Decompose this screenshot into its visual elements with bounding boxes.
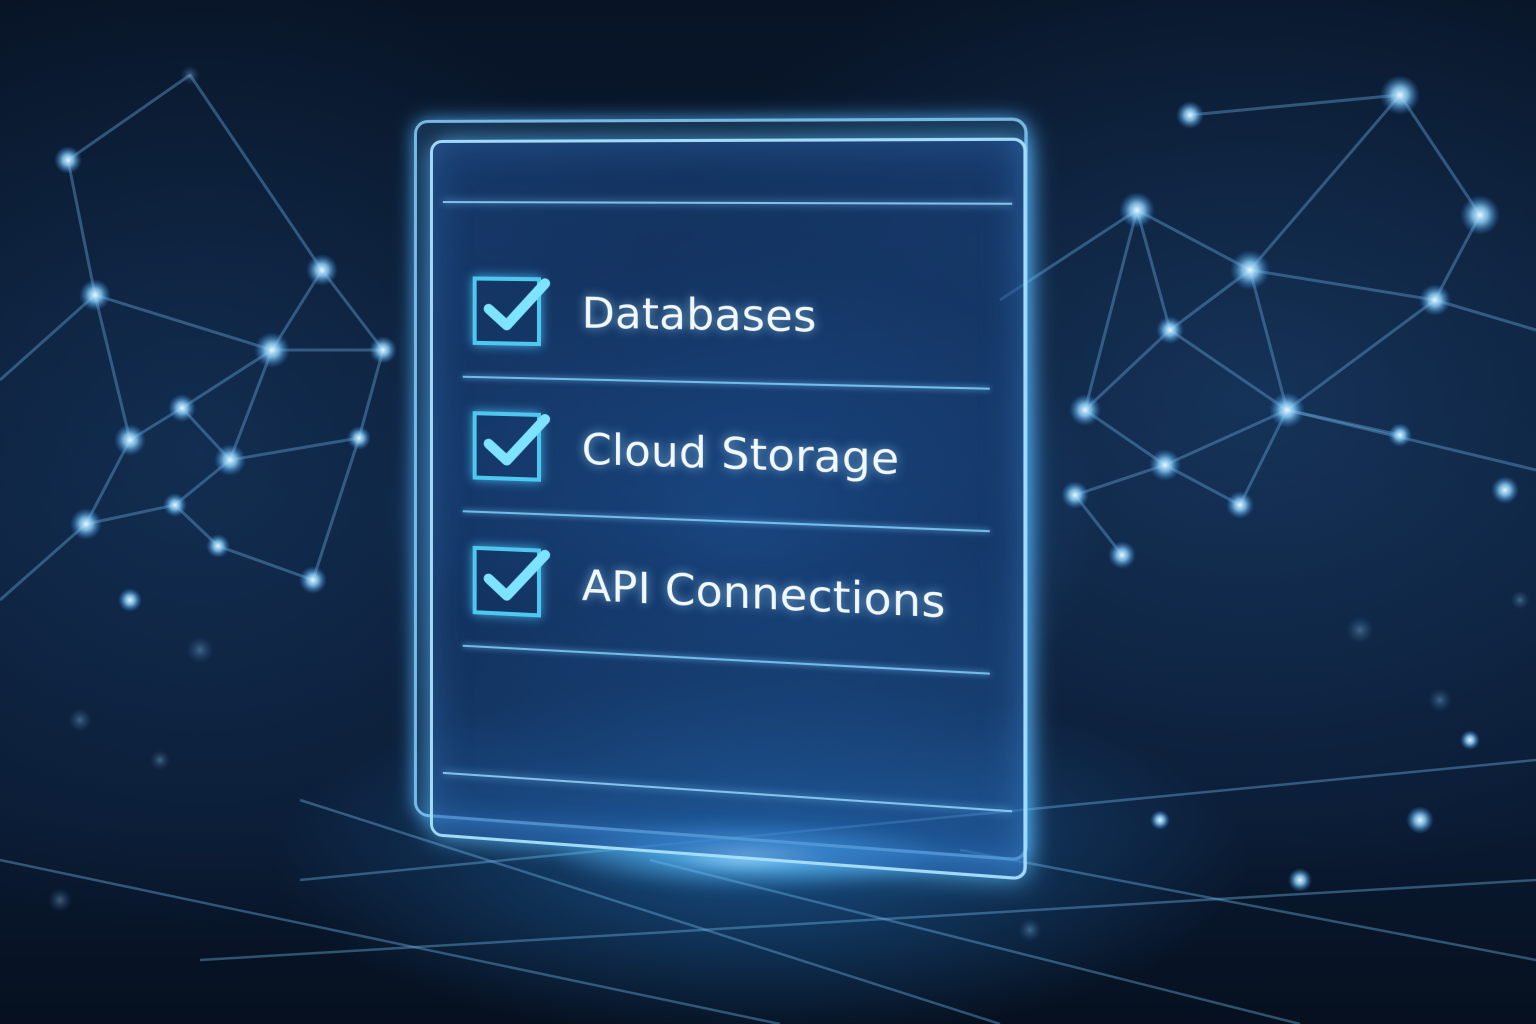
checkmark-icon [475,393,556,476]
checklist-item-cloud-storage[interactable]: Cloud Storage [472,378,990,532]
checklist-item-databases[interactable]: Databases [472,243,990,389]
checkbox-checked[interactable] [472,411,541,482]
panel-front-layer: Databases Cloud Storage [430,137,1027,881]
panel-bottom-divider [442,771,1013,813]
checkmark-icon [475,528,556,612]
checklist-item-label: Cloud Storage [581,423,900,485]
checkmark-icon [475,258,556,340]
checklist: Databases Cloud Storage [472,243,990,675]
checklist-panel: Databases Cloud Storage [400,110,1028,881]
checklist-item-api-connections[interactable]: API Connections [472,513,990,675]
checkbox-checked[interactable] [472,546,541,618]
panel-top-divider [442,201,1013,205]
checklist-item-label: Databases [581,287,817,342]
checklist-item-label: API Connections [581,559,946,628]
checkbox-checked[interactable] [472,276,541,347]
